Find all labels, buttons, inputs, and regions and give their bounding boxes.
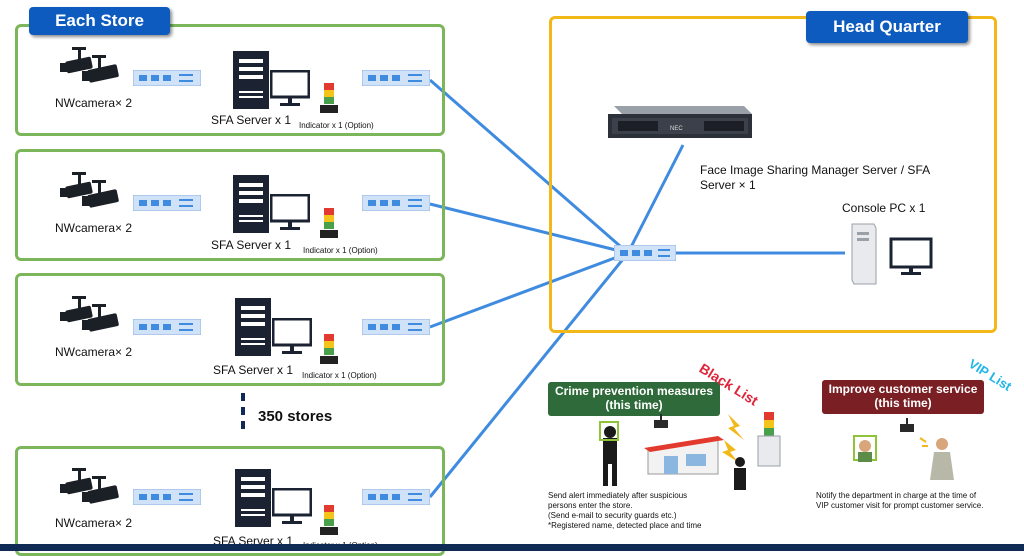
server-label: SFA Server x 1 bbox=[211, 238, 292, 252]
store-box-2 bbox=[15, 149, 445, 261]
crime-prevention-title: Crime prevention measures (this time) bbox=[548, 382, 720, 416]
network-hub-icon bbox=[362, 195, 430, 211]
service-notes: Notify the department in charge at the t… bbox=[816, 491, 983, 511]
indicator-light-icon bbox=[320, 83, 338, 113]
crime-note-line: Send alert immediately after suspicious bbox=[548, 491, 688, 500]
service-note-line: Notify the department in charge at the t… bbox=[816, 491, 977, 500]
head-quarter-box bbox=[549, 16, 997, 333]
crime-title-line2: (this time) bbox=[605, 398, 663, 412]
crime-note-line: persons enter the store. bbox=[548, 501, 633, 510]
vip-scene-illustration bbox=[853, 418, 954, 480]
network-hub-icon bbox=[133, 489, 201, 505]
indicator-light-icon bbox=[320, 334, 338, 364]
network-hub-icon bbox=[362, 70, 430, 86]
network-hub-icon bbox=[133, 195, 201, 211]
rack-server-icon: NEC bbox=[608, 106, 752, 138]
bottom-bar bbox=[0, 544, 1024, 551]
hq-server-label-line1: Face Image Sharing Manager Server / SFA bbox=[700, 163, 931, 177]
server-label: SFA Server x 1 bbox=[213, 363, 294, 377]
server-tower-icon bbox=[233, 175, 269, 233]
monitor-icon bbox=[272, 318, 312, 354]
network-hub-icon bbox=[133, 319, 201, 335]
camera-icon bbox=[60, 47, 119, 83]
server-tower-icon bbox=[235, 469, 271, 527]
indicator-label: Indicator x 1 (Option) bbox=[302, 371, 377, 380]
server-label: SFA Server x 1 bbox=[211, 113, 292, 127]
desktop-pc-icon bbox=[851, 223, 877, 285]
network-hub-icon bbox=[362, 489, 430, 505]
server-tower-icon bbox=[235, 298, 271, 356]
monitor-icon bbox=[270, 194, 310, 230]
camera-icon bbox=[60, 468, 119, 504]
store-box-3 bbox=[15, 273, 445, 386]
monitor-icon bbox=[272, 488, 312, 524]
crime-note-line: (Send e-mail to security guards etc.) bbox=[548, 511, 677, 520]
indicator-light-icon bbox=[320, 505, 338, 535]
each-store-badge: Each Store bbox=[29, 7, 170, 35]
store-count-label: 350 stores bbox=[258, 408, 333, 425]
network-hub-icon bbox=[362, 319, 430, 335]
customer-service-title: Improve customer service (this time) bbox=[822, 380, 984, 414]
server-tower-icon bbox=[233, 51, 269, 109]
camera-icon bbox=[60, 296, 119, 332]
monitor-icon bbox=[270, 70, 310, 106]
server-brand-text: NEC bbox=[670, 126, 683, 132]
camera-label: NWcamera× 2 bbox=[55, 345, 133, 359]
monitor-icon bbox=[889, 237, 933, 275]
service-title-line2: (this time) bbox=[874, 396, 932, 410]
hq-server-label-line2: Server × 1 bbox=[700, 178, 756, 192]
crime-notes: Send alert immediately after suspicious … bbox=[548, 491, 701, 531]
indicator-label: Indicator x 1 (Option) bbox=[303, 246, 378, 255]
store-scene-illustration bbox=[599, 412, 781, 490]
indicator-light-icon bbox=[320, 208, 338, 238]
console-pc-label: Console PC x 1 bbox=[842, 201, 926, 215]
camera-label: NWcamera× 2 bbox=[55, 516, 133, 530]
indicator-label: Indicator x 1 (Option) bbox=[299, 121, 374, 130]
service-title-line1: Improve customer service bbox=[828, 382, 978, 396]
crime-note-line: *Registered name, detected place and tim… bbox=[548, 521, 702, 530]
service-note-line: VIP customer visit for prompt customer s… bbox=[816, 501, 984, 510]
network-hub-icon bbox=[133, 70, 201, 86]
camera-label: NWcamera× 2 bbox=[55, 96, 133, 110]
head-quarter-badge: Head Quarter bbox=[806, 11, 968, 43]
camera-label: NWcamera× 2 bbox=[55, 221, 133, 235]
store-box-1 bbox=[15, 24, 445, 136]
network-hub-icon bbox=[614, 245, 676, 261]
crime-title-line1: Crime prevention measures bbox=[554, 384, 714, 398]
camera-icon bbox=[60, 172, 119, 208]
